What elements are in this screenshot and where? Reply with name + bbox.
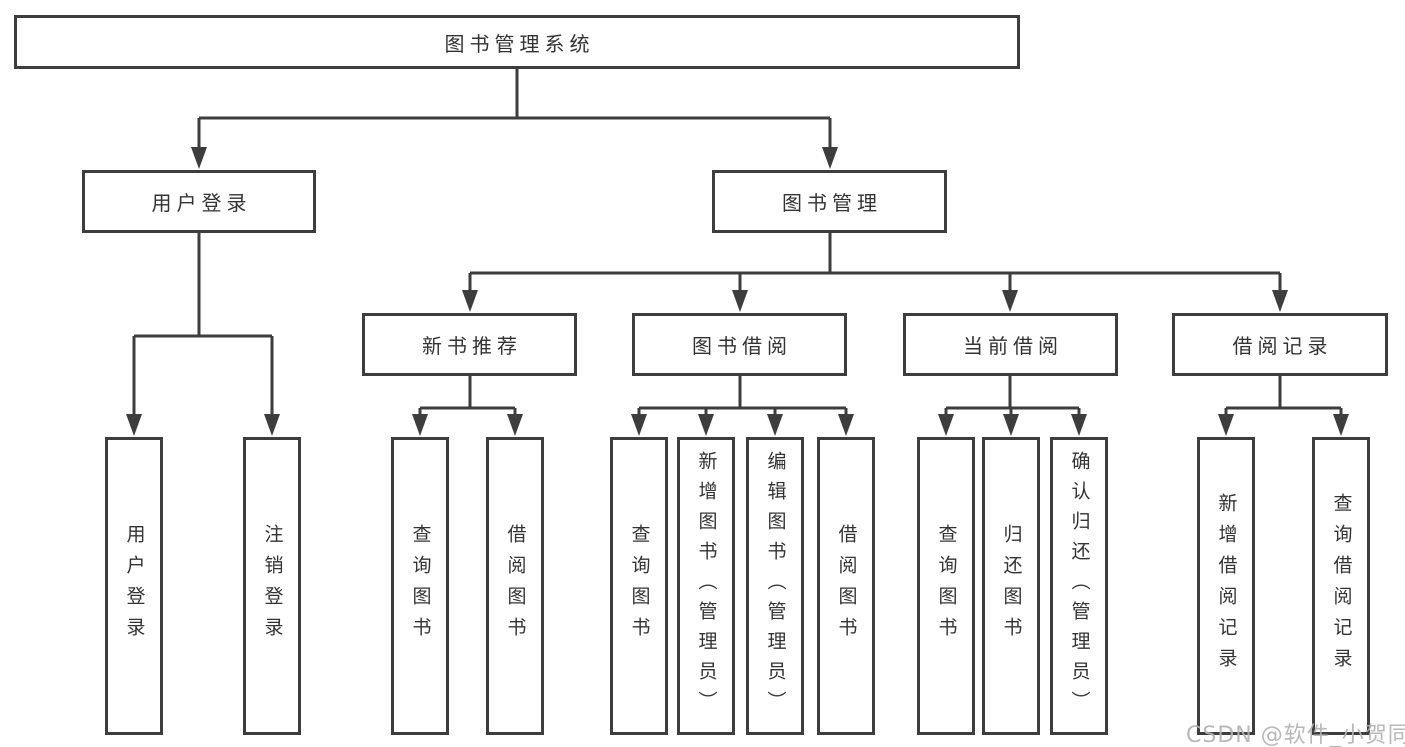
connector-root — [197, 69, 832, 150]
leaf-bb-edit-books-admin: 编辑图书（管理员） — [746, 437, 804, 735]
leaf-cb-confirm-return-admin-label: 确认归还（管理员） — [1068, 451, 1091, 721]
leaf-br-query-record: 查询借阅记录 — [1312, 437, 1370, 735]
node-current-borrowing-label: 当前借阅 — [963, 334, 1063, 358]
node-borrowing-records-label: 借阅记录 — [1232, 334, 1333, 358]
connector-current-borrowing — [944, 376, 1081, 417]
leaf-bb-add-books-admin: 新增图书（管理员） — [677, 437, 735, 735]
watermark-text: CSDN @软件_小贺同学 — [1186, 723, 1405, 747]
leaf-nb-query-books: 查询图书 — [391, 437, 449, 735]
leaf-cb-return-books: 归还图书 — [982, 437, 1040, 735]
leaf-logout-label: 注销登录 — [261, 524, 284, 648]
leaf-nb-borrow-books-label: 借阅图书 — [504, 524, 527, 648]
leaf-user-login-label: 用户登录 — [123, 524, 146, 648]
node-book-management-label: 图书管理 — [782, 191, 882, 215]
node-book-management: 图书管理 — [712, 170, 947, 233]
leaf-cb-confirm-return-admin: 确认归还（管理员） — [1050, 437, 1108, 735]
leaf-br-add-record-label: 新增借阅记录 — [1215, 493, 1238, 679]
node-root-label: 图书管理系统 — [444, 31, 595, 56]
leaf-bb-add-books-admin-label: 新增图书（管理员） — [695, 451, 718, 721]
node-user-login-label: 用户登录 — [151, 191, 252, 215]
leaf-logout: 注销登录 — [243, 437, 301, 735]
leaf-cb-return-books-label: 归还图书 — [1000, 524, 1023, 648]
leaf-nb-borrow-books: 借阅图书 — [486, 437, 544, 735]
leaf-bb-query-books-label: 查询图书 — [628, 524, 651, 648]
connector-user-login — [132, 233, 274, 417]
node-borrowing-records: 借阅记录 — [1172, 313, 1388, 376]
node-new-book-recommend-label: 新书推荐 — [422, 334, 522, 358]
node-book-borrowing: 图书借阅 — [632, 313, 847, 376]
connector-book-management — [468, 233, 1282, 293]
connector-new-book-recommend — [418, 376, 517, 417]
leaf-br-query-record-label: 查询借阅记录 — [1330, 493, 1353, 679]
node-root: 图书管理系统 — [14, 15, 1020, 69]
leaf-cb-query-books-label: 查询图书 — [935, 524, 958, 648]
leaf-nb-query-books-label: 查询图书 — [409, 524, 432, 648]
arrowheads — [126, 147, 1349, 436]
leaf-bb-borrow-books: 借阅图书 — [817, 437, 875, 735]
connector-borrowing-records — [1224, 376, 1343, 417]
leaf-bb-query-books: 查询图书 — [610, 437, 668, 735]
leaf-br-add-record: 新增借阅记录 — [1197, 437, 1255, 735]
node-current-borrowing: 当前借阅 — [903, 313, 1118, 376]
node-new-book-recommend: 新书推荐 — [362, 313, 577, 376]
leaf-cb-query-books: 查询图书 — [917, 437, 975, 735]
connector-book-borrowing — [637, 376, 848, 417]
node-book-borrowing-label: 图书借阅 — [692, 334, 792, 358]
leaf-bb-borrow-books-label: 借阅图书 — [835, 524, 858, 648]
node-user-login: 用户登录 — [82, 170, 316, 233]
leaf-bb-edit-books-admin-label: 编辑图书（管理员） — [764, 451, 787, 721]
leaf-user-login: 用户登录 — [105, 437, 163, 735]
